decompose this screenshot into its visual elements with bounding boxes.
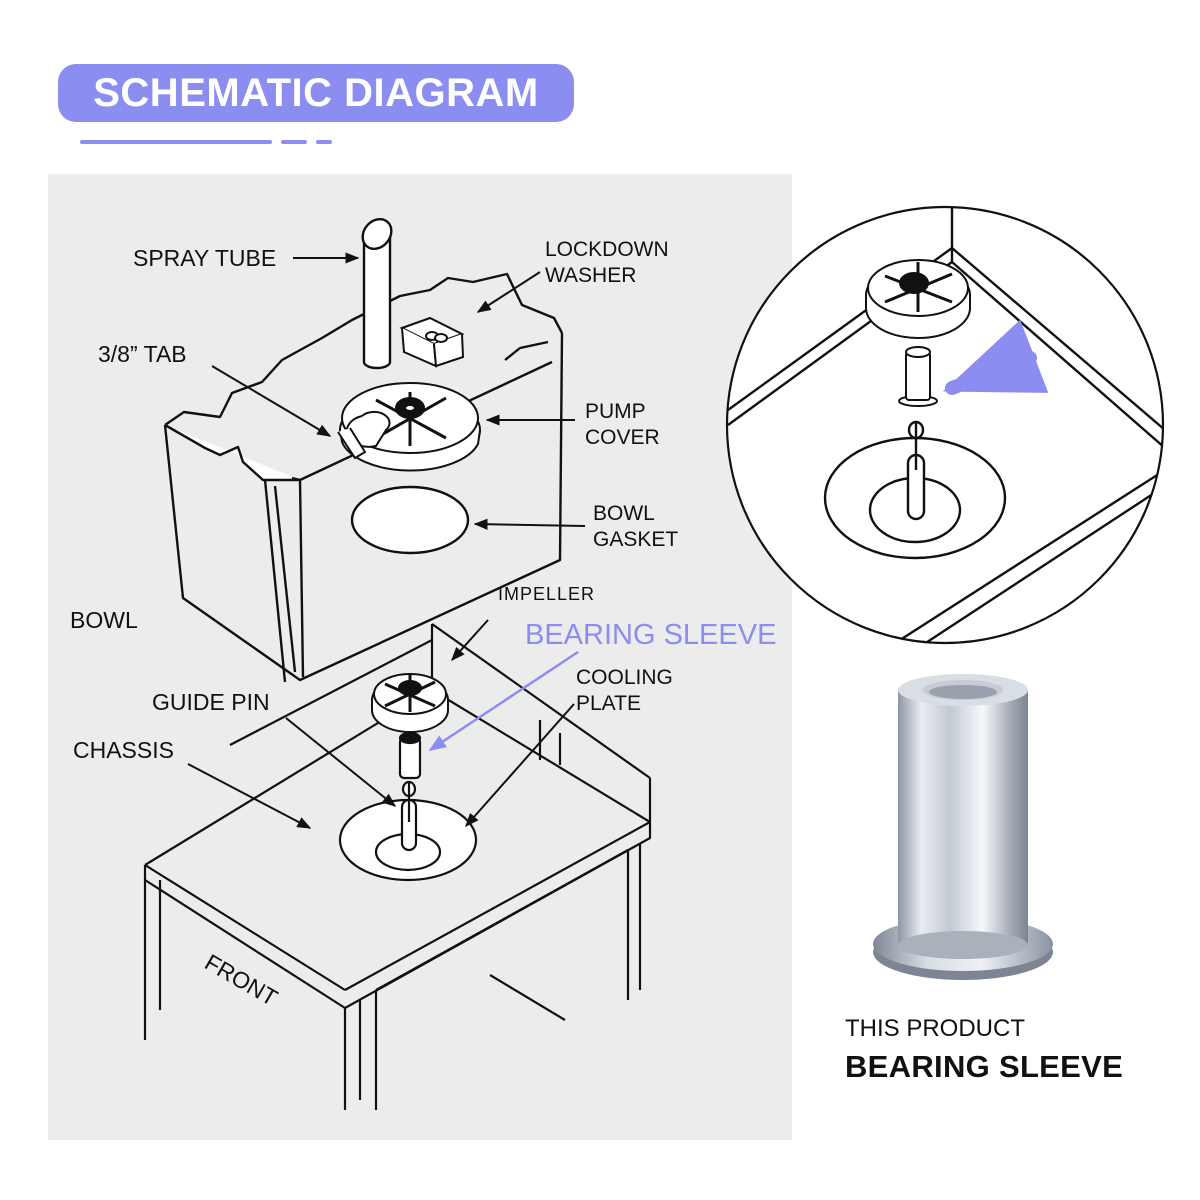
lockdown-washer-drawing [399,316,465,368]
chassis-drawing [143,623,652,1110]
title-pill [58,64,574,122]
page-title: SCHEMATIC DIAGRAM [93,71,539,115]
spray-tube-drawing [361,217,393,370]
label-plate: PLATE [576,692,641,715]
label-tab: 3/8” TAB [98,341,187,367]
label-bowl-gasket-2: GASKET [593,528,678,551]
product-caption: THIS PRODUCT BEARING SLEEVE [845,1015,1123,1085]
impeller-drawing [371,673,449,733]
label-bowl: BOWL [70,607,138,633]
product-caption-line1: THIS PRODUCT [845,1015,1025,1042]
leader-lines [187,252,586,829]
label-lockdown: LOCKDOWN [545,238,669,261]
bowl-gasket-drawing [350,485,470,555]
label-bearing-sleeve: BEARING SLEEVE [525,619,776,651]
label-spray-tube: SPRAY TUBE [133,245,276,271]
title-underline-dash-2 [316,140,332,144]
zoom-circle [725,205,1165,645]
guide-pin-drawing [400,780,418,852]
product-caption-line2: BEARING SLEEVE [845,1049,1124,1084]
label-chassis: CHASSIS [73,737,174,763]
label-pump: PUMP [585,400,646,423]
label-impeller: IMPELLER [498,584,595,604]
label-cooling: COOLING [576,666,673,689]
bearing-sleeve-small-drawing [398,731,422,780]
bearing-sleeve-product-image [873,674,1053,980]
label-cover: COVER [585,426,660,449]
zoom-arrow [942,319,1049,395]
label-washer: WASHER [545,264,636,287]
label-guide-pin: GUIDE PIN [152,689,270,715]
title-underline-long [80,140,272,144]
title-underline-dash-1 [281,140,307,144]
label-front: FRONT [201,949,283,1011]
pump-cover-drawing [337,382,481,472]
bearing-sleeve-pointer [428,650,579,752]
label-bowl-gasket-1: BOWL [593,502,655,525]
